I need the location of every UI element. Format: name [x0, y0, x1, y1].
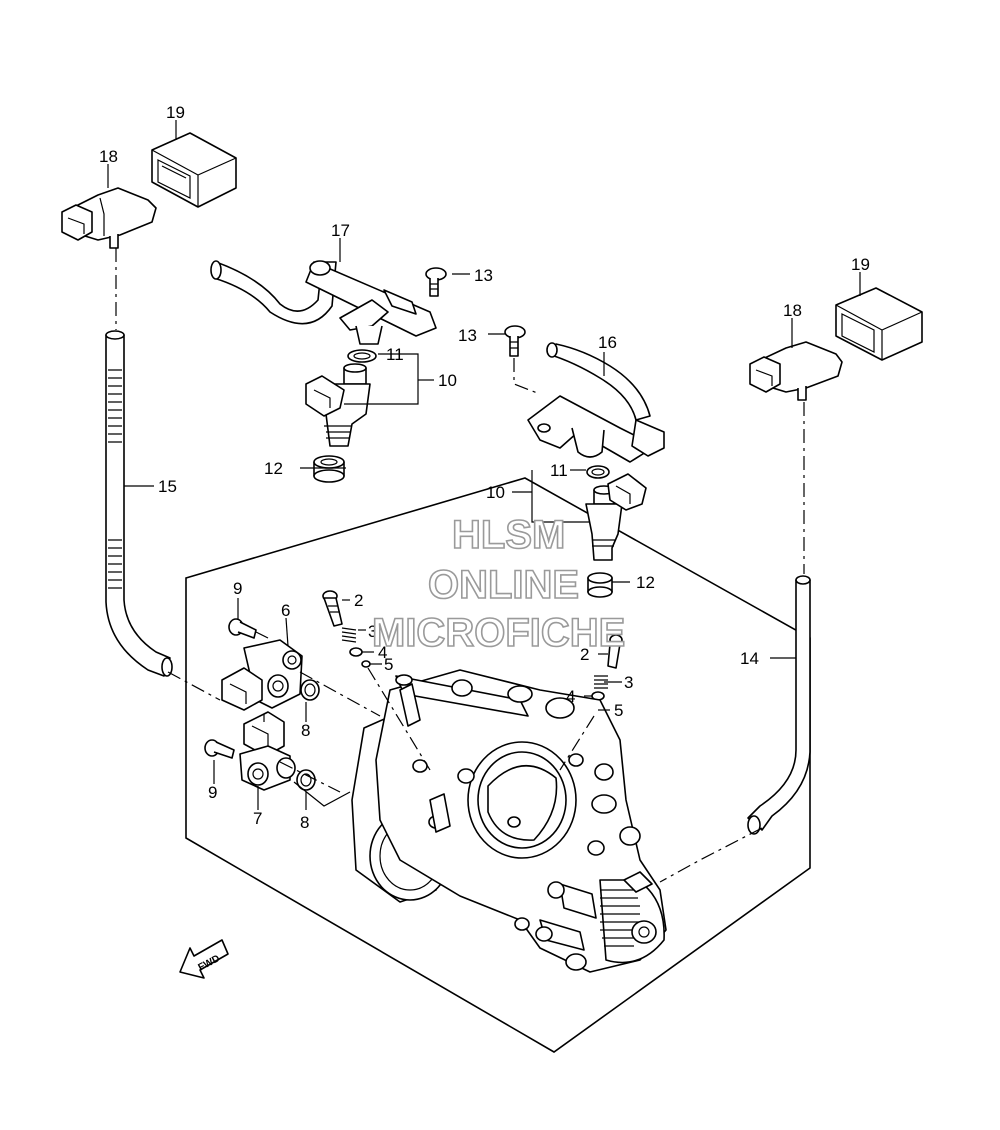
watermark-line-1: HLSM — [452, 513, 565, 557]
callout-8-lower: 8 — [300, 813, 309, 832]
vacuum-hose-14[interactable] — [747, 575, 811, 835]
leader-lines — [107, 120, 861, 883]
callout-7: 7 — [253, 809, 262, 828]
callout-16: 16 — [598, 333, 617, 352]
o-ring-8-upper[interactable] — [300, 679, 320, 701]
callout-10-left: 10 — [438, 371, 457, 390]
o-ring-11-left[interactable] — [347, 349, 377, 363]
fwd-arrow-icon: FWD — [179, 939, 229, 979]
connector-cover-right[interactable] — [835, 287, 923, 361]
callout-18-left: 18 — [99, 147, 118, 166]
screw-13-lower[interactable] — [504, 325, 526, 357]
assembly-frame — [185, 477, 811, 1053]
callout-13-lower: 13 — [458, 326, 477, 345]
callout-12-left: 12 — [264, 459, 283, 478]
callout-labels: 19 18 17 13 13 16 11 10 12 15 11 10 12 1… — [99, 103, 870, 832]
map-sensor-left[interactable] — [61, 187, 157, 249]
fuel-pipe-16[interactable] — [527, 342, 665, 463]
fuel-pipe-17[interactable] — [210, 260, 437, 345]
callout-6: 6 — [281, 601, 290, 620]
screw-13-upper[interactable] — [425, 267, 447, 297]
callout-9-upper: 9 — [233, 579, 242, 598]
callout-12-right: 12 — [636, 573, 655, 592]
callout-5-left: 5 — [384, 655, 393, 674]
tp-sensor-7[interactable] — [239, 711, 296, 791]
callout-2-left: 2 — [354, 591, 363, 610]
screw-2-left[interactable] — [322, 590, 343, 627]
bolt-9-upper[interactable] — [228, 618, 257, 639]
callout-8-upper: 8 — [301, 721, 310, 740]
callout-19-right: 19 — [851, 255, 870, 274]
callout-10-right: 10 — [486, 483, 505, 502]
map-sensor-right[interactable] — [749, 341, 843, 401]
callout-4-right: 4 — [566, 687, 575, 706]
callout-4-left: 4 — [378, 643, 387, 662]
callout-19-left: 19 — [166, 103, 185, 122]
o-ring-5-left[interactable] — [361, 660, 371, 668]
throttle-body[interactable] — [351, 669, 667, 973]
cushion-12-left[interactable] — [313, 455, 345, 483]
callout-5-right: 5 — [614, 701, 623, 720]
screw-2-right[interactable] — [607, 634, 623, 669]
callout-15: 15 — [158, 477, 177, 496]
washer-4-left[interactable] — [349, 647, 363, 657]
watermark: HLSM ONLINE MICROFICHE — [371, 512, 626, 656]
o-ring-11-right[interactable] — [586, 465, 610, 479]
callout-9-lower: 9 — [208, 783, 217, 802]
callout-2-right: 2 — [580, 645, 589, 664]
connector-cover-left[interactable] — [151, 132, 237, 208]
callout-3-left: 3 — [368, 622, 377, 641]
spring-3-right[interactable] — [594, 675, 608, 689]
callout-17: 17 — [331, 221, 350, 240]
watermark-line-3: MICROFICHE — [372, 611, 625, 655]
injector-10-left[interactable] — [305, 363, 371, 447]
vacuum-hose-15[interactable] — [105, 330, 173, 677]
injector-10-right[interactable] — [585, 473, 647, 561]
callout-3-right: 3 — [624, 673, 633, 692]
tp-sensor-6[interactable] — [221, 639, 303, 711]
bolt-9-lower[interactable] — [204, 739, 235, 759]
watermark-line-2: ONLINE — [428, 563, 579, 607]
callout-11-right: 11 — [550, 461, 568, 480]
callout-14: 14 — [740, 649, 759, 668]
callout-13-upper: 13 — [474, 266, 493, 285]
cushion-12-right[interactable] — [587, 572, 613, 598]
spring-3-left[interactable] — [341, 627, 357, 643]
callout-11-left: 11 — [386, 345, 404, 364]
callout-18-right: 18 — [783, 301, 802, 320]
